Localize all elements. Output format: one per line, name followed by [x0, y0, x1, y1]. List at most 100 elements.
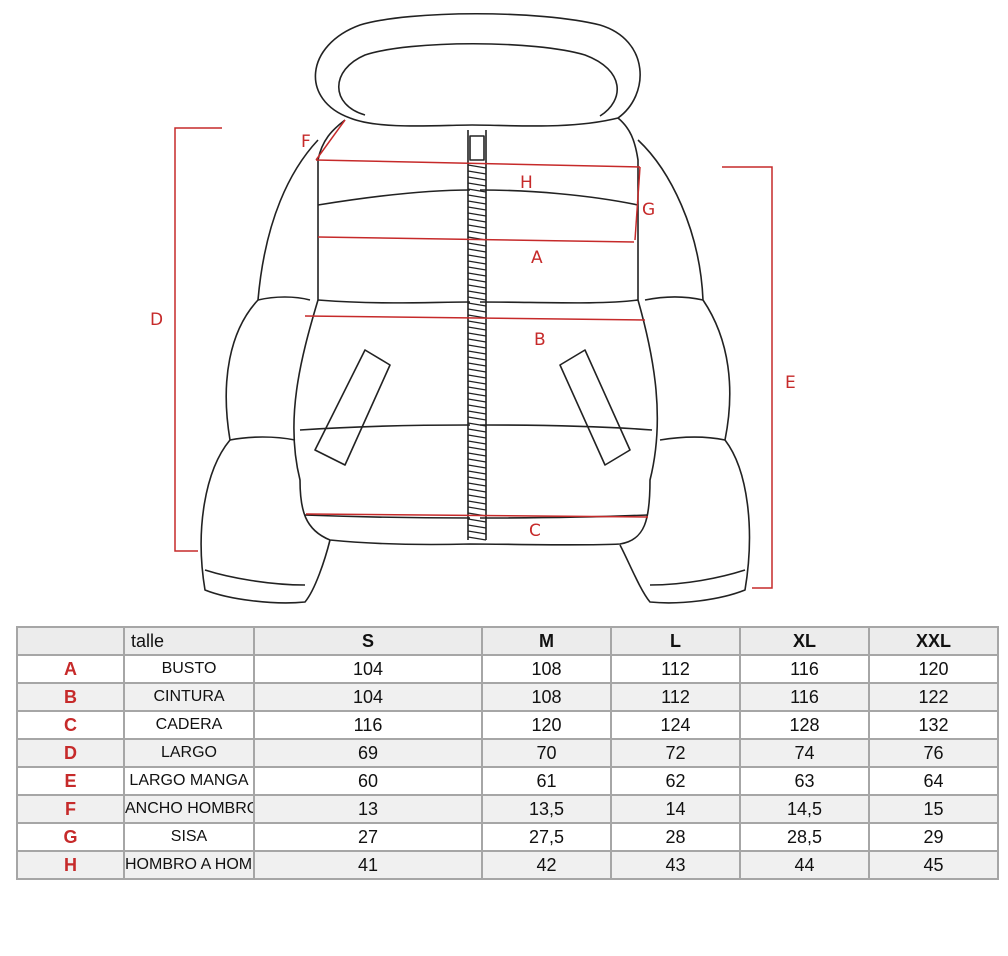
right-sleeve — [619, 139, 751, 604]
measure-code: E — [16, 766, 125, 796]
measurement-labels: F H G A B C D E — [150, 132, 796, 541]
measure-value: 72 — [610, 738, 741, 768]
measure-name: HOMBRO A HOMBRO — [123, 850, 255, 880]
measure-value: 76 — [868, 738, 999, 768]
measure-value: 120 — [868, 654, 999, 684]
measure-name: LARGO MANGA — [123, 766, 255, 796]
line-d — [174, 127, 222, 552]
measure-value: 15 — [868, 794, 999, 824]
label-g: G — [642, 200, 655, 220]
line-g — [634, 166, 641, 241]
header-talle: talle — [123, 626, 255, 656]
measure-value: 104 — [253, 682, 483, 712]
zipper-teeth — [467, 164, 487, 541]
measure-value: 122 — [868, 682, 999, 712]
measure-value: 116 — [739, 682, 870, 712]
left-sleeve — [200, 139, 331, 604]
measure-value: 62 — [610, 766, 741, 796]
measure-value: 108 — [481, 654, 612, 684]
label-h: H — [520, 173, 533, 193]
measure-value: 112 — [610, 682, 741, 712]
measure-value: 41 — [253, 850, 483, 880]
header-blank — [16, 626, 125, 656]
measure-value: 116 — [739, 654, 870, 684]
label-d: D — [150, 310, 163, 330]
hood-inner — [338, 43, 618, 117]
header-size: M — [481, 626, 612, 656]
measure-value: 28 — [610, 822, 741, 852]
label-c: C — [529, 521, 541, 541]
measure-name: ANCHO HOMBRO — [123, 794, 255, 824]
measure-code: F — [16, 794, 125, 824]
header-size: L — [610, 626, 741, 656]
line-f — [315, 119, 346, 161]
measure-value: 45 — [868, 850, 999, 880]
measure-value: 61 — [481, 766, 612, 796]
measure-code: D — [16, 738, 125, 768]
label-a: A — [531, 248, 543, 268]
line-e — [722, 166, 773, 589]
measure-value: 124 — [610, 710, 741, 740]
measure-value: 43 — [610, 850, 741, 880]
measure-code: B — [16, 682, 125, 712]
measure-code: G — [16, 822, 125, 852]
measure-value: 44 — [739, 850, 870, 880]
header-size: XXL — [868, 626, 999, 656]
jacket-measurement-diagram: F H G A B C D E — [150, 12, 796, 604]
header-size: S — [253, 626, 483, 656]
measure-value: 42 — [481, 850, 612, 880]
measure-value: 27 — [253, 822, 483, 852]
line-b — [304, 315, 646, 321]
measure-value: 28,5 — [739, 822, 870, 852]
jacket-outline — [200, 12, 751, 604]
measure-name: BUSTO — [123, 654, 255, 684]
measure-value: 74 — [739, 738, 870, 768]
measure-value: 29 — [868, 822, 999, 852]
hood — [314, 12, 641, 119]
label-b: B — [534, 330, 546, 350]
measure-value: 27,5 — [481, 822, 612, 852]
measure-value: 128 — [739, 710, 870, 740]
table-header-row: talle S M L XL XXL — [16, 626, 999, 656]
label-e: E — [785, 373, 796, 393]
measure-value: 63 — [739, 766, 870, 796]
line-c — [305, 513, 649, 518]
line-a — [317, 236, 635, 243]
zipper — [467, 130, 487, 540]
measure-name: LARGO — [123, 738, 255, 768]
label-f: F — [301, 132, 311, 152]
jacket-body — [293, 117, 659, 546]
measure-value: 14 — [610, 794, 741, 824]
right-pocket — [559, 349, 631, 466]
measure-value: 112 — [610, 654, 741, 684]
measure-value: 120 — [481, 710, 612, 740]
measure-value: 14,5 — [739, 794, 870, 824]
measure-code: H — [16, 850, 125, 880]
measurement-lines — [174, 119, 773, 589]
left-pocket — [314, 349, 391, 466]
measure-value: 116 — [253, 710, 483, 740]
measure-name: CINTURA — [123, 682, 255, 712]
measure-value: 13,5 — [481, 794, 612, 824]
measure-value: 69 — [253, 738, 483, 768]
measure-value: 104 — [253, 654, 483, 684]
measure-code: A — [16, 654, 125, 684]
measure-value: 108 — [481, 682, 612, 712]
line-h — [315, 159, 641, 168]
measure-code: C — [16, 710, 125, 740]
header-size: XL — [739, 626, 870, 656]
measure-value: 132 — [868, 710, 999, 740]
measure-name: CADERA — [123, 710, 255, 740]
measure-name: SISA — [123, 822, 255, 852]
measure-value: 70 — [481, 738, 612, 768]
measure-value: 13 — [253, 794, 483, 824]
